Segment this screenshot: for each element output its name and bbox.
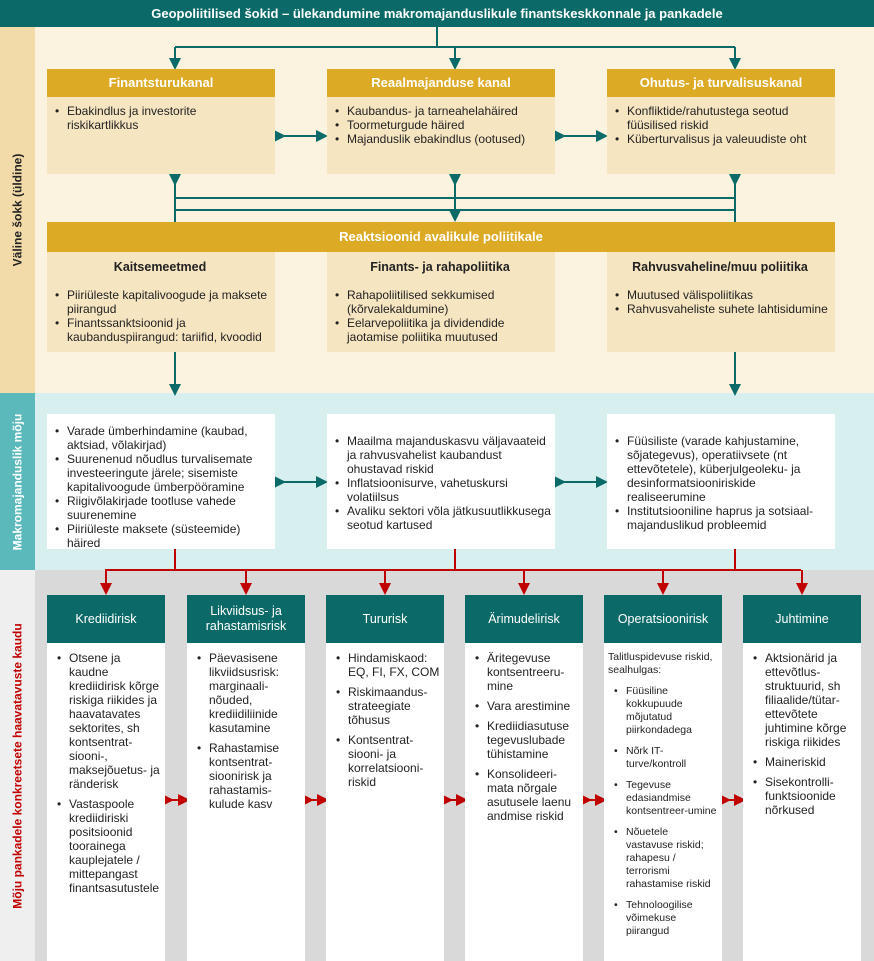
list-item: Sisekontrolli-funktsioonide nõrkused (747, 775, 857, 817)
list-item: Varade ümberhindamine (kaubad, aktsiad, … (49, 424, 271, 452)
risk-header: Tururisk (326, 595, 444, 643)
list-item: Kontsentrat-siooni- ja korrelatsiooni-ri… (330, 733, 440, 789)
list-item: Finantssanktsioonid ja kaubanduspiirangu… (49, 316, 271, 344)
list-item: Aktsionärid ja ettevõtlus-struktuurid, s… (747, 651, 857, 749)
bullet-list: Varade ümberhindamine (kaubad, aktsiad, … (49, 424, 271, 550)
list-item: Majanduslik ebakindlus (ootused) (329, 132, 551, 146)
list-item: Konfliktide/rahutustega seotud füüsilise… (609, 104, 831, 132)
list-item: Maineriskid (747, 755, 857, 769)
channel-header: Reaalmajanduse kanal (327, 69, 555, 97)
list-item: Füüsiliste (varade kahjustamine, sõjateg… (609, 434, 831, 504)
macro-box: Varade ümberhindamine (kaubad, aktsiad, … (47, 414, 275, 550)
list-item: Piiriüleste maksete (süsteemide) häired (49, 522, 271, 550)
list-item: Kaubandus- ja tarneahelahäired (329, 104, 551, 118)
bullet-list: Füüsiline kokkupuude mõjutatud piirkonda… (608, 685, 718, 938)
risk-body: Päevasisene likviidsusrisk: marginaali-n… (187, 643, 305, 961)
channel-header: Ohutus- ja turvalisuskanal (607, 69, 835, 97)
list-item: Otsene ja kaudne krediidirisk kõrge risk… (51, 651, 161, 791)
macro-box: Maailma majanduskasvu väljavaateid ja ra… (327, 414, 555, 549)
policy-column: Rahvusvaheline/muu poliitikaMuutused väl… (607, 252, 835, 352)
policy-column: Finants- ja rahapoliitikaRahapoliitilise… (327, 252, 555, 352)
risk-header: Ärimudelirisk (465, 595, 583, 643)
list-item: Muutused välispoliitikas (609, 288, 831, 302)
list-item: Piiriüleste kapitalivoogude ja maksete p… (49, 288, 271, 316)
list-item: Tehnoloogilise võimekuse piirangud (608, 899, 718, 938)
risk-header: Krediidirisk (47, 595, 165, 643)
channel-body: Konfliktide/rahutustega seotud füüsilise… (607, 97, 835, 174)
list-item: Toormeturgude häired (329, 118, 551, 132)
list-item: Tegevuse edasiandmise kontsentreer-umine (608, 779, 718, 818)
list-item: Vara arestimine (469, 699, 579, 713)
list-item: Suurenenud nõudlus turvalisemate investe… (49, 452, 271, 494)
list-item: Küberturvalisus ja valeuudiste oht (609, 132, 831, 146)
bullet-list: Füüsiliste (varade kahjustamine, sõjateg… (609, 434, 831, 532)
bullet-list: Hindamiskaod: EQ, FI, FX, COM Riskimaandu… (330, 651, 440, 789)
risk-header: Likviidsus- ja rahastamisrisk (187, 595, 305, 643)
risk-intro: Talitluspidevuse riskid, sealhulgas: (608, 651, 713, 676)
bullet-list: Muutused välispoliitikasRahvusvaheliste … (609, 288, 831, 316)
bullet-list: Ebakindlus ja investorite riskikartlikku… (49, 104, 271, 132)
risk-body: Äritegevuse kontsentreeru-mineVara arest… (465, 643, 583, 961)
list-item: Rahapoliitilised sekkumised (kõrvalekald… (329, 288, 551, 316)
risk-body: Otsene ja kaudne krediidirisk kõrge risk… (47, 643, 165, 961)
bullet-list: Konfliktide/rahutustega seotud füüsilise… (609, 104, 831, 146)
band-banks: Mõju pankadele konkreetsete haavatavuste… (0, 570, 35, 961)
list-item: Hindamiskaod: EQ, FI, FX, COM (330, 651, 440, 679)
list-item: Maailma majanduskasvu väljavaateid ja ra… (329, 434, 551, 476)
policy-column-title: Rahvusvaheline/muu poliitika (632, 260, 808, 274)
policy-column-title: Kaitsemeetmed (113, 260, 207, 274)
risk-body: Hindamiskaod: EQ, FI, FX, COM Riskimaandu… (326, 643, 444, 961)
bullet-list: Päevasisene likviidsusrisk: marginaali-n… (191, 651, 301, 811)
risk-header: Operatsioonirisk (604, 595, 722, 643)
list-item: Nõuetele vastavuse riskid; rahapesu / te… (608, 826, 718, 891)
risk-header: Juhtimine (743, 595, 861, 643)
list-item: Ebakindlus ja investorite riskikartlikku… (49, 104, 271, 132)
bullet-list: Äritegevuse kontsentreeru-mineVara arest… (469, 651, 579, 823)
policy-header: Reaktsioonid avalikule poliitikale (47, 222, 835, 252)
list-item: Rahastamise kontsentrat-sioonirisk ja ra… (191, 741, 301, 811)
bullet-list: Aktsionärid ja ettevõtlus-struktuurid, s… (747, 651, 857, 817)
list-item: Füüsiline kokkupuude mõjutatud piirkonda… (608, 685, 718, 737)
list-item: Rahvusvaheliste suhete lahtisidumine (609, 302, 831, 316)
diagram-title: Geopoliitilised šokid – ülekandumine mak… (0, 0, 874, 27)
risk-body: Talitluspidevuse riskid, sealhulgas: Füüs… (604, 643, 722, 961)
bullet-list: Piiriüleste kapitalivoogude ja maksete p… (49, 288, 271, 344)
policy-column-title: Finants- ja rahapoliitika (370, 260, 510, 274)
macro-box: Füüsiliste (varade kahjustamine, sõjateg… (607, 414, 835, 549)
list-item: Vastaspoole krediidiriski positsioonid t… (51, 797, 161, 895)
bullet-list: Rahapoliitilised sekkumised (kõrvalekald… (329, 288, 551, 344)
policy-column: KaitsemeetmedPiiriüleste kapitalivoogude… (47, 252, 275, 352)
band-macro: Makromajanduslik mõju (0, 393, 35, 570)
risk-body: Aktsionärid ja ettevõtlus-struktuurid, s… (743, 643, 861, 961)
list-item: Riskimaandus-strateegiate tõhusus (330, 685, 440, 727)
bullet-list: Kaubandus- ja tarneahelahäiredToormeturg… (329, 104, 551, 146)
list-item: Institutsiooniline haprus ja sotsiaal-ma… (609, 504, 831, 532)
list-item: Eelarvepoliitika ja dividendide jaotamis… (329, 316, 551, 344)
channel-header: Finantsturukanal (47, 69, 275, 97)
list-item: Konsolideeri-mata nõrgale asutusele laen… (469, 767, 579, 823)
list-item: Äritegevuse kontsentreeru-mine (469, 651, 579, 693)
list-item: Päevasisene likviidsusrisk: marginaali-n… (191, 651, 301, 735)
list-item: Avaliku sektori võla jätkusuutlikkusega … (329, 504, 551, 532)
list-item: Riigivõlakirjade tootluse vahede suurene… (49, 494, 271, 522)
list-item: Nõrk IT-turve/kontroll (608, 745, 718, 771)
channel-body: Kaubandus- ja tarneahelahäiredToormeturg… (327, 97, 555, 174)
list-item: Inflatsioonisurve, vahetuskursi volatiil… (329, 476, 551, 504)
bullet-list: Otsene ja kaudne krediidirisk kõrge risk… (51, 651, 161, 895)
bullet-list: Maailma majanduskasvu väljavaateid ja ra… (329, 434, 551, 532)
list-item: Krediidiasutuse tegevuslubade tühistamin… (469, 719, 579, 761)
band-external-shock: Väline šokk (üldine) (0, 27, 35, 393)
channel-body: Ebakindlus ja investorite riskikartlikku… (47, 97, 275, 174)
